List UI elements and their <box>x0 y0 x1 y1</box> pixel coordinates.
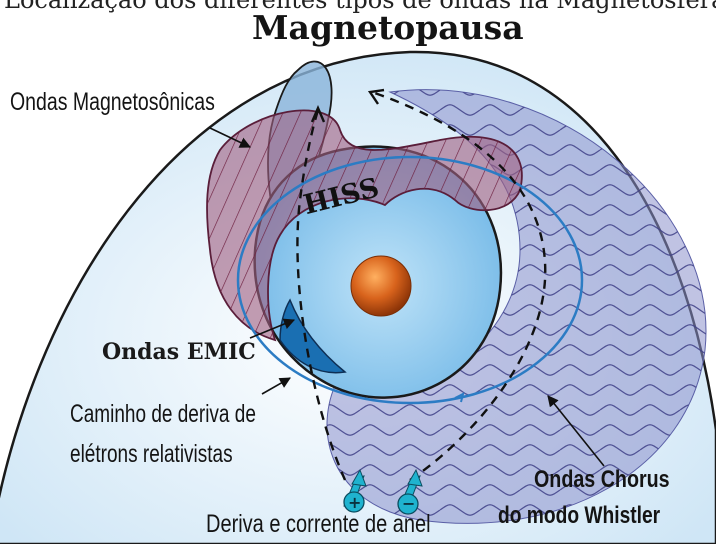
earth <box>351 256 411 316</box>
chorus-label-line1: Ondas Chorus <box>534 466 670 494</box>
drift-path-label-line1: Caminho de deriva de <box>70 400 256 429</box>
chorus-label-line2: do modo Whistler <box>498 502 660 530</box>
proton-plus-sign: + <box>348 493 361 512</box>
magnetopause-label: Magnetopausa <box>252 8 524 47</box>
electron-minus-sign: − <box>402 494 415 513</box>
magnetosonic-label: Ondas Magnetosônicas <box>10 88 215 117</box>
emic-label: Ondas EMIC <box>102 339 256 365</box>
drift-path-label-line2: elétrons relativistas <box>70 440 233 469</box>
ring-current-label: Deriva e corrente de anel <box>206 510 431 539</box>
